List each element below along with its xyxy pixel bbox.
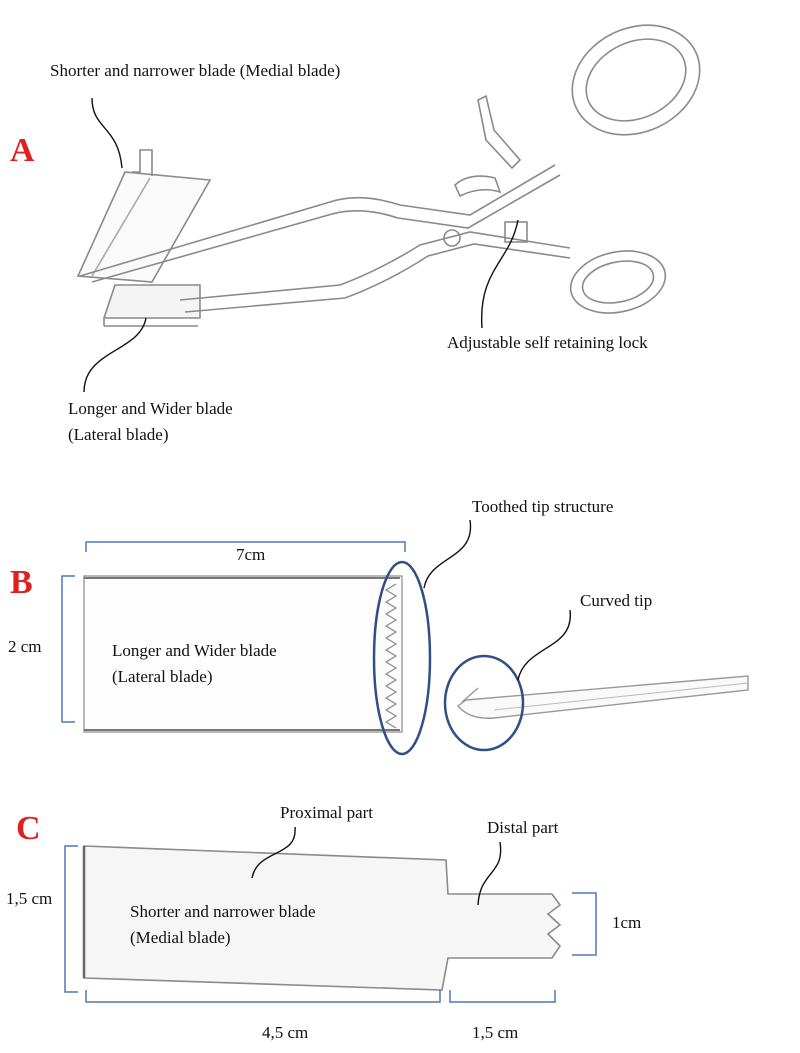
panel-a-leaders bbox=[83, 97, 519, 393]
label-proximal-part: Proximal part bbox=[280, 803, 374, 822]
medial-blade-flat bbox=[83, 845, 562, 991]
bracket-proximal bbox=[85, 990, 441, 1003]
medial-blade-plate bbox=[76, 171, 212, 283]
dim-distal-length: 1,5 cm bbox=[472, 1023, 519, 1042]
label-distal-part: Distal part bbox=[487, 818, 559, 837]
medial-blade-label-line1: Shorter and narrower blade bbox=[130, 902, 316, 921]
dim-tip-height-1cm: 1cm bbox=[612, 913, 642, 932]
label-curved-tip: Curved tip bbox=[580, 591, 653, 610]
panel-c-drawing bbox=[64, 826, 597, 1003]
finger-ring-top bbox=[571, 24, 701, 136]
dim-width-2cm: 2 cm bbox=[8, 637, 42, 656]
lateral-blade-flat bbox=[83, 575, 403, 733]
lateral-blade-teeth bbox=[384, 583, 398, 729]
label-self-retaining-lock: Adjustable self retaining lock bbox=[447, 333, 648, 352]
bracket-height bbox=[64, 845, 78, 993]
curved-tip-profile bbox=[456, 675, 749, 719]
leader-curved bbox=[517, 609, 571, 681]
bracket-2cm bbox=[61, 575, 75, 723]
leader-distal bbox=[477, 841, 502, 906]
label-toothed-tip: Toothed tip structure bbox=[472, 497, 614, 516]
retractor-sketch bbox=[76, 24, 701, 327]
dim-height-1-5cm: 1,5 cm bbox=[6, 889, 53, 908]
label-lateral-blade: Longer and Wider blade (Lateral blade) bbox=[68, 399, 233, 444]
leader-proximal bbox=[251, 826, 296, 879]
medial-blade-edge bbox=[132, 149, 153, 176]
ratchet-lock bbox=[454, 175, 502, 198]
leader-lock bbox=[481, 219, 519, 329]
lateral-blade-plate bbox=[102, 284, 201, 319]
leader-toothed bbox=[423, 519, 472, 589]
medial-blade-label-line2: (Medial blade) bbox=[130, 928, 231, 947]
panel-letter-c: C bbox=[16, 810, 41, 847]
bracket-7cm bbox=[85, 541, 406, 552]
panel-b-drawing bbox=[61, 519, 749, 756]
panel-letter-a: A bbox=[10, 132, 35, 169]
bracket-tip bbox=[572, 892, 597, 956]
label-medial-blade: Shorter and narrower blade (Medial blade… bbox=[50, 61, 341, 80]
dim-length-7cm: 7cm bbox=[236, 545, 266, 564]
lateral-blade-label-line1: Longer and Wider blade bbox=[112, 641, 277, 660]
bracket-distal bbox=[449, 990, 556, 1003]
leader-lateral bbox=[83, 317, 147, 393]
curved-tip-ellipse bbox=[443, 654, 525, 752]
upper-arm bbox=[79, 164, 556, 277]
lower-arm bbox=[179, 231, 571, 301]
leader-medial bbox=[91, 97, 123, 169]
lateral-blade-label-line2: (Lateral blade) bbox=[112, 667, 213, 686]
dim-proximal-length: 4,5 cm bbox=[262, 1023, 309, 1042]
panel-letter-b: B bbox=[10, 564, 33, 601]
toothed-tip-ellipse bbox=[372, 560, 432, 756]
finger-ring-bottom bbox=[569, 250, 667, 314]
